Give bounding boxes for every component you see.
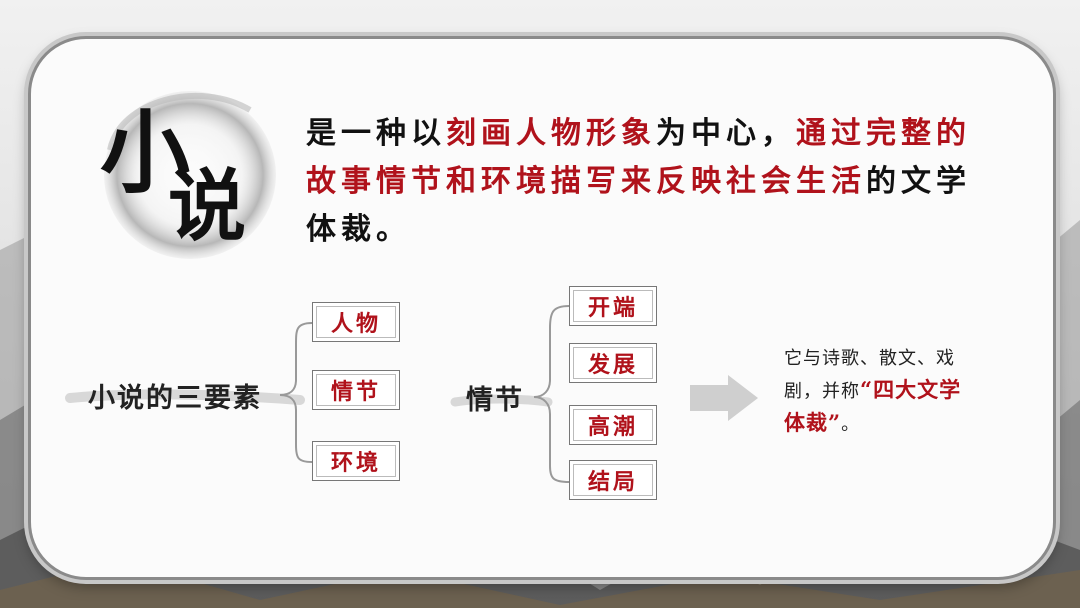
plot-stage-box: 发展 [569, 343, 657, 383]
content-card [28, 36, 1056, 580]
plot-stage-label: 高潮 [587, 414, 638, 440]
definition-seg: 是一种以 [306, 116, 446, 151]
brace-three-elements [279, 322, 313, 463]
element-label: 情节 [330, 379, 381, 405]
note-highlight: “四大文学体裁” [784, 377, 962, 435]
note-suffix: 。 [841, 414, 861, 435]
element-label: 环境 [330, 450, 381, 476]
element-label: 人物 [330, 311, 381, 337]
definition-seg: 为中心， [656, 116, 796, 151]
plot-stage-label: 发展 [587, 352, 638, 378]
arrow-right-icon [690, 375, 758, 421]
plot-stage-box: 结局 [569, 460, 657, 500]
title-char-2: 说 [168, 161, 247, 252]
plot-stage-label: 结局 [587, 469, 638, 495]
plot-stage-box: 高潮 [569, 405, 657, 445]
definition-text: 是一种以刻画人物形象为中心，通过完整的故事情节和环境描写来反映社会生活的文学体裁… [306, 110, 986, 254]
title-char-1: 小 [100, 100, 190, 206]
element-box-plot: 情节 [312, 370, 400, 410]
note-prefix: 它与诗歌、散文、戏剧，并称 [784, 348, 955, 402]
plot-stage-label: 开端 [587, 295, 638, 321]
element-box-characters: 人物 [312, 302, 400, 342]
definition-seg: 的文学体裁。 [306, 164, 971, 247]
definition-highlight: 通过完整的故事情节和环境描写来反映社会生活 [306, 116, 971, 199]
plot-stage-box: 开端 [569, 286, 657, 326]
definition-highlight: 刻画人物形象 [446, 116, 656, 151]
note-text: 它与诗歌、散文、戏剧，并称“四大文学体裁”。 [784, 343, 974, 440]
plot-label: 情节 [466, 385, 524, 416]
brace-plot-stages [533, 305, 570, 483]
element-box-setting: 环境 [312, 441, 400, 481]
three-elements-label: 小说的三要素 [88, 383, 262, 414]
